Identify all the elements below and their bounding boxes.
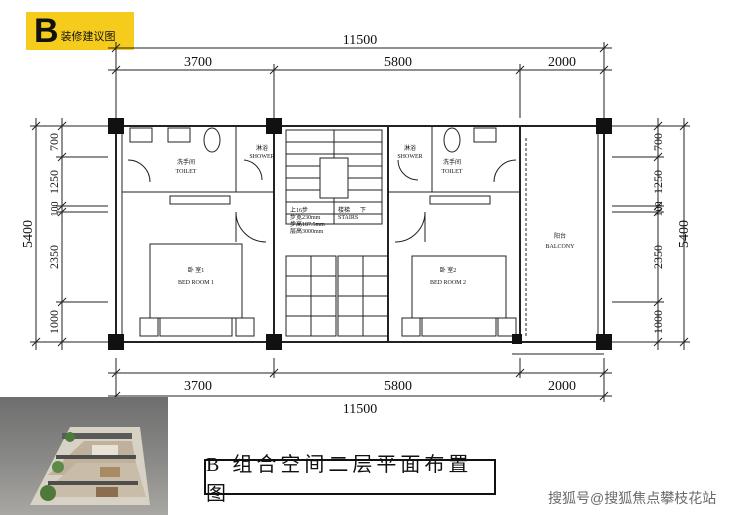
stairs-floor-height: 层高3000mm bbox=[290, 227, 324, 235]
badge-letter: B bbox=[34, 12, 59, 50]
dim-segment-1-bottom: 3700 bbox=[184, 379, 212, 394]
balcony-en: BALCONY bbox=[545, 244, 575, 250]
stairs-down-marker: 下 bbox=[360, 207, 366, 214]
dim-segment-1-top: 3700 bbox=[184, 55, 212, 70]
dim-right-seg-2: 1250 bbox=[651, 170, 665, 194]
shower-right-zh: 淋浴 bbox=[404, 144, 416, 152]
section-badge: B 装修建议图 bbox=[26, 12, 134, 50]
dim-right-seg-5: 1000 bbox=[651, 310, 665, 334]
bedroom2-zh: 卧 室2 bbox=[440, 266, 457, 274]
dim-segment-2-bottom: 5800 bbox=[384, 379, 412, 394]
shower-left-zh: 淋浴 bbox=[256, 144, 268, 152]
stairs-width: 步宽230mm bbox=[290, 213, 321, 221]
toilet-left-en: TOILET bbox=[176, 169, 197, 175]
stairs-zh: 楼梯 bbox=[338, 206, 350, 214]
dim-segment-3-top: 2000 bbox=[548, 55, 576, 70]
toilet-left-zh: 洗手间 bbox=[177, 158, 195, 166]
stairs-height: 步高187.5mm bbox=[290, 220, 325, 228]
bedroom2-en: BED ROOM 2 bbox=[430, 280, 466, 286]
shower-left-en: SHOWER bbox=[249, 154, 274, 160]
stairs-up: 上16步 bbox=[290, 206, 308, 214]
dim-segment-2-top: 5800 bbox=[384, 55, 412, 70]
dim-depth-left: 5400 bbox=[21, 220, 36, 248]
dim-left-seg-2: 1250 bbox=[47, 170, 61, 194]
toilet-right-zh: 洗手间 bbox=[443, 158, 461, 166]
dim-left-seg-4: 2350 bbox=[47, 245, 61, 269]
dim-right-seg-1: 700 bbox=[651, 133, 665, 151]
dim-right-seg-3: 100 bbox=[654, 202, 665, 217]
shower-right-en: SHOWER bbox=[397, 154, 422, 160]
dim-segment-3-bottom: 2000 bbox=[548, 379, 576, 394]
bedroom1-zh: 卧 室1 bbox=[188, 266, 205, 274]
dim-right-seg-4: 2350 bbox=[651, 245, 665, 269]
dim-total-bottom: 11500 bbox=[343, 402, 377, 417]
badge-text: 装修建议图 bbox=[60, 31, 116, 43]
dim-left-seg-5: 1000 bbox=[47, 310, 61, 334]
balcony-zh: 阳台 bbox=[554, 232, 566, 240]
plan-caption: B 组合空间二层平面布置图 bbox=[204, 454, 496, 505]
bedroom1-en: BED ROOM 1 bbox=[178, 280, 214, 286]
dim-total-top: 11500 bbox=[343, 33, 377, 48]
stairs-en: STAIRS bbox=[338, 215, 358, 221]
watermark-text: 搜狐号@搜狐焦点攀枝花站 bbox=[548, 490, 717, 506]
dim-left-seg-1: 700 bbox=[47, 133, 61, 151]
interior-render-image bbox=[0, 397, 168, 515]
dim-left-seg-3: 100 bbox=[50, 202, 61, 217]
toilet-right-en: TOILET bbox=[442, 169, 463, 175]
dim-depth-right: 5400 bbox=[677, 220, 692, 248]
